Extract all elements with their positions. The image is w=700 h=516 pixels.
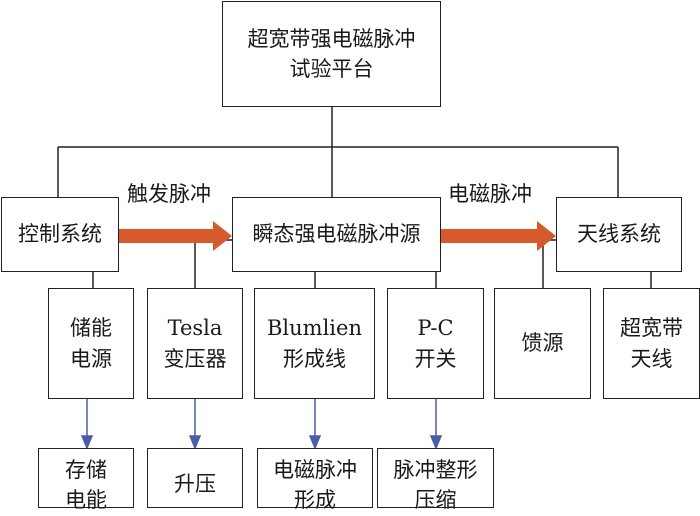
node-label: 天线系统 (577, 222, 661, 247)
node-label: 形成 (294, 488, 336, 513)
node-label: 天线 (630, 346, 673, 371)
node-label: 超宽带 (620, 316, 683, 341)
node-label: 变压器 (163, 346, 227, 371)
node-label: 压缩 (414, 488, 457, 513)
store-energy-node: 存储 电能 (38, 448, 134, 512)
root-node: 超宽带强电磁脉冲 试验平台 (222, 1, 441, 107)
pc-switch-node: P-C 开关 (387, 288, 484, 399)
down-arrowhead-2 (188, 435, 202, 450)
node-label: 升压 (174, 472, 216, 496)
node-label: 馈源 (521, 331, 564, 356)
blumlein-line-node: Blumlien 形成线 (254, 288, 375, 399)
em-pulse-label: 电磁脉冲 (448, 182, 532, 206)
node-label: 脉冲整形 (393, 458, 478, 482)
node-label: P-C (417, 316, 454, 341)
control-system-node: 控制系统 (1, 197, 119, 272)
boost-node: 升压 (147, 448, 243, 508)
node-label: 存储 (65, 458, 107, 482)
node-label: 控制系统 (18, 222, 102, 247)
pulse-shaping-node: 脉冲整形 压缩 (377, 448, 494, 512)
root-line-1: 超宽带强电磁脉冲 (247, 26, 416, 51)
node-label: Blumlien (267, 316, 362, 341)
energy-storage-node: 储能 电源 (48, 288, 134, 399)
feed-node: 馈源 (494, 288, 591, 399)
node-label: Tesla (167, 316, 223, 341)
down-arrowhead-1 (80, 435, 94, 450)
trigger-pulse-label: 触发脉冲 (127, 182, 211, 206)
pulse-source-node: 瞬态强电磁脉冲源 (232, 197, 441, 272)
node-label: 开关 (414, 346, 457, 371)
node-label: 电源 (70, 346, 112, 371)
root-line-2: 试验平台 (289, 57, 374, 81)
antenna-system-node: 天线系统 (556, 197, 682, 272)
trigger-flow-arrow (119, 221, 232, 251)
down-arrowhead-4 (429, 435, 443, 450)
node-label: 电磁脉冲 (273, 458, 357, 482)
node-label: 电能 (65, 488, 107, 513)
tesla-transformer-node: Tesla 变压器 (147, 288, 243, 399)
node-label: 瞬态强电磁脉冲源 (252, 222, 421, 247)
node-label: 形成线 (283, 346, 346, 371)
down-arrowhead-3 (308, 435, 322, 450)
node-label: 储能 (70, 316, 112, 341)
uwb-antenna-node: 超宽带 天线 (603, 288, 700, 399)
em-flow-arrow (441, 221, 556, 251)
em-pulse-forming-node: 电磁脉冲 形成 (257, 448, 373, 512)
